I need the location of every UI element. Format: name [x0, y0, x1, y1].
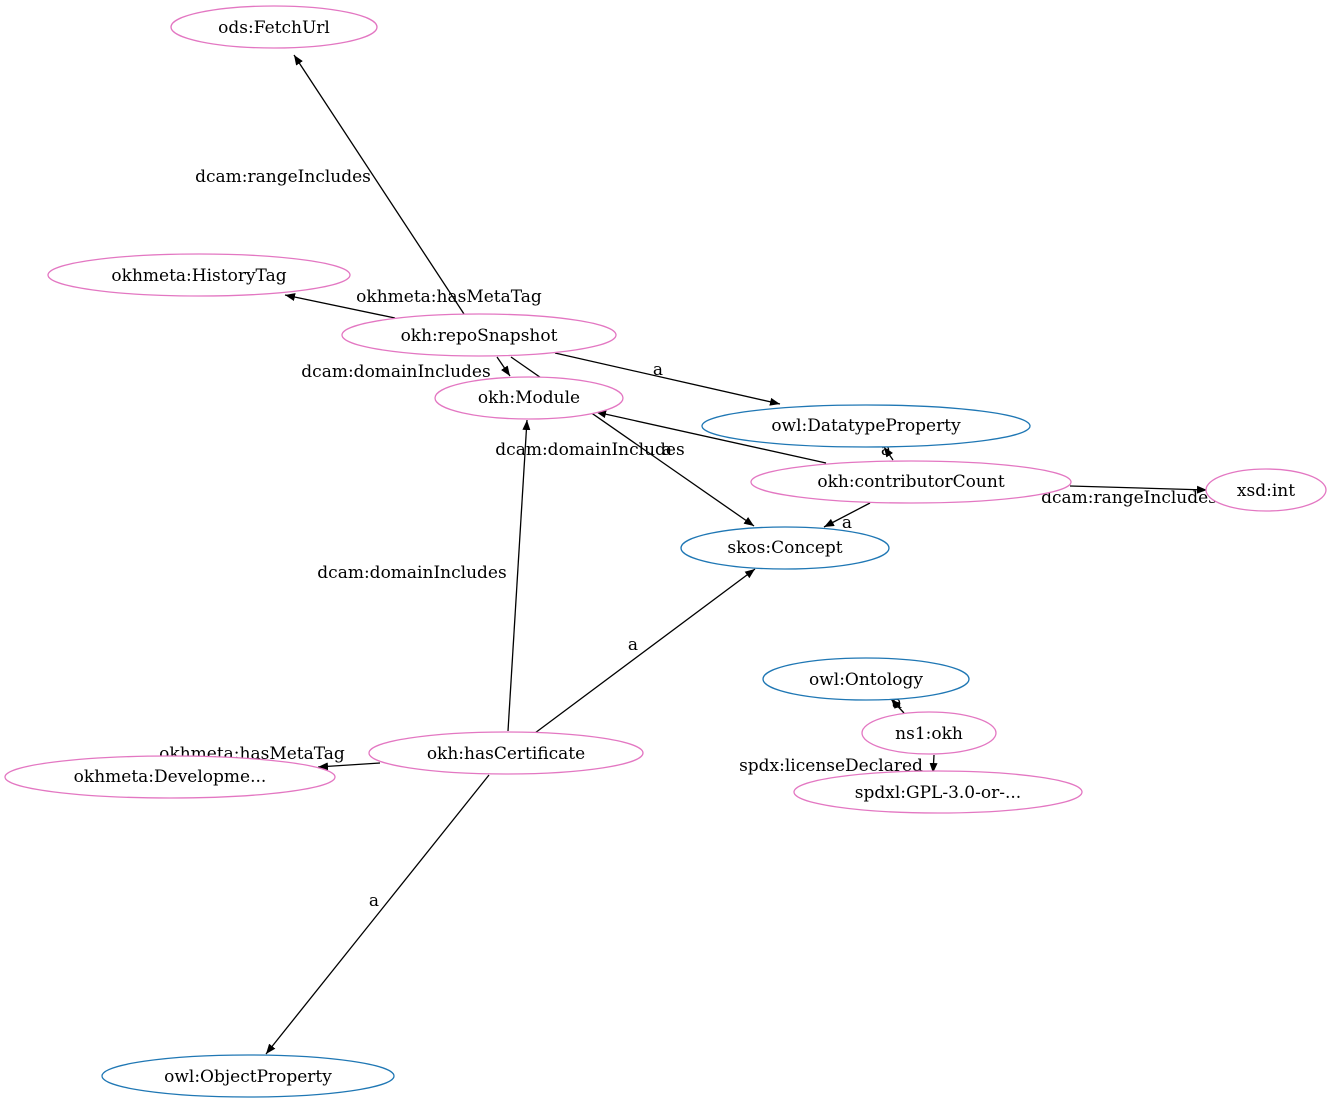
edge-reposnapshot-historytag: okhmeta:hasMetaTag: [284, 287, 542, 319]
node-contributorcount[interactable]: okh:contributorCount: [750, 460, 1072, 504]
edge-label-domainincludes: dcam:domainIncludes: [495, 440, 684, 460]
edge-label-licensedeclared: spdx:licenseDeclared: [739, 756, 923, 776]
edge-ns1okh-gpl: spdx:licenseDeclared: [739, 754, 938, 776]
edge-label-a: a: [892, 693, 902, 713]
node-label: xsd:int: [1237, 481, 1295, 501]
edge-label-a: a: [653, 360, 663, 380]
edge-label-a: a: [369, 891, 379, 911]
edge-label-hasmetatag: okhmeta:hasMetaTag: [356, 287, 542, 307]
edge-label-domainincludes: dcam:domainIncludes: [301, 362, 490, 382]
node-datatypeproperty[interactable]: owl:DatatypeProperty: [701, 404, 1031, 448]
edge-reposnapshot-module: dcam:domainIncludes: [301, 356, 511, 382]
node-ns1okh[interactable]: ns1:okh: [861, 711, 997, 755]
node-reposnapshot[interactable]: okh:repoSnapshot: [341, 313, 617, 357]
node-ontology[interactable]: owl:Ontology: [762, 657, 970, 701]
edge-hascertificate-concept: a: [534, 568, 756, 734]
node-historytag[interactable]: okhmeta:HistoryTag: [47, 253, 351, 297]
node-xsdint[interactable]: xsd:int: [1205, 468, 1327, 512]
edges-layer: dcam:rangeIncludes okhmeta:hasMetaTag dc…: [159, 54, 1217, 1055]
node-label: owl:DatatypeProperty: [771, 416, 961, 436]
edge-contributorcount-module: dcam:domainIncludes: [495, 410, 827, 464]
edge-reposnapshot-fetchurl: dcam:rangeIncludes: [195, 54, 465, 315]
node-label: okhmeta:HistoryTag: [111, 266, 286, 286]
edge-label-rangeincludes: dcam:rangeIncludes: [195, 167, 371, 187]
node-objectproperty[interactable]: owl:ObjectProperty: [101, 1054, 395, 1098]
node-label: spdxl:GPL-3.0-or-...: [855, 783, 1021, 803]
edge-contributorcount-datatypeproperty: a: [881, 440, 894, 461]
node-label: ods:FetchUrl: [218, 18, 330, 38]
node-label: owl:Ontology: [809, 670, 923, 690]
node-label: ns1:okh: [895, 724, 963, 744]
edge-label-a: a: [662, 440, 672, 460]
edge-label-a: a: [842, 513, 852, 533]
node-label: okh:contributorCount: [817, 472, 1004, 492]
node-label: owl:ObjectProperty: [164, 1067, 332, 1087]
node-label: okh:Module: [478, 388, 580, 408]
nodes-layer: ods:FetchUrl okhmeta:HistoryTag okh:repo…: [4, 5, 1327, 1098]
node-label: okhmeta:Developme...: [74, 767, 267, 787]
node-gpl[interactable]: spdxl:GPL-3.0-or-...: [793, 770, 1083, 814]
node-label: skos:Concept: [727, 538, 842, 558]
edge-ns1okh-ontology: a: [890, 693, 905, 714]
edge-hascertificate-module: dcam:domainIncludes: [317, 419, 531, 732]
edge-hascertificate-objectproperty: a: [265, 774, 490, 1055]
node-label: okh:repoSnapshot: [401, 326, 558, 346]
node-fetchurl[interactable]: ods:FetchUrl: [170, 5, 378, 49]
edge-label-rangeincludes: dcam:rangeIncludes: [1041, 488, 1217, 508]
edge-contributorcount-concept: a: [823, 502, 871, 533]
edge-contributorcount-xsdint: dcam:rangeIncludes: [1041, 485, 1217, 508]
node-label: okh:hasCertificate: [427, 744, 585, 764]
edge-label-a: a: [628, 635, 638, 655]
node-module[interactable]: okh:Module: [434, 376, 624, 420]
node-hascertificate[interactable]: okh:hasCertificate: [368, 731, 644, 775]
edge-label-domainincludes: dcam:domainIncludes: [317, 563, 506, 583]
edge-label-a: a: [881, 440, 891, 460]
node-concept[interactable]: skos:Concept: [680, 526, 890, 570]
edge-reposnapshot-datatypeproperty: a: [554, 352, 781, 406]
node-developme[interactable]: okhmeta:Developme...: [4, 755, 336, 799]
